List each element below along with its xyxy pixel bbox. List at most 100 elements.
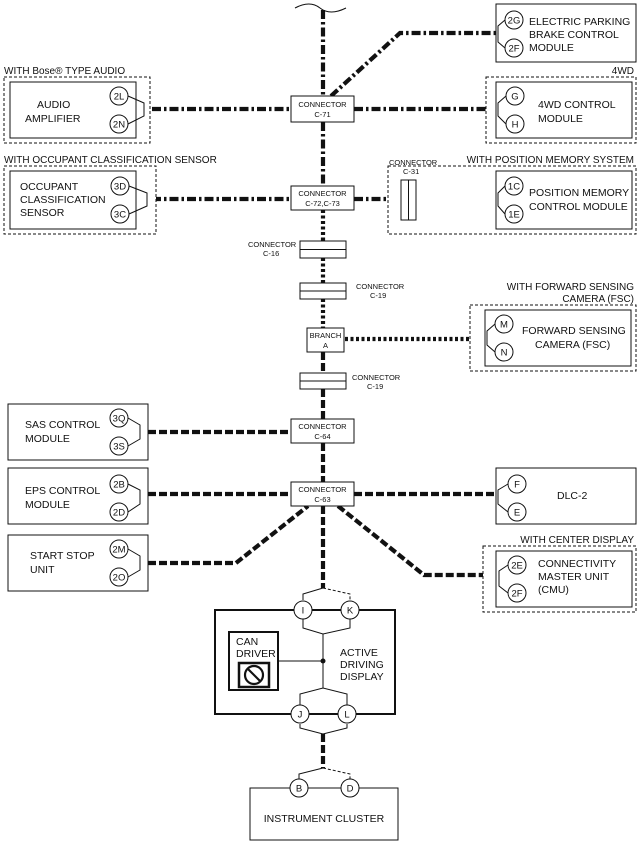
module-label: DRIVING bbox=[340, 659, 384, 671]
group-label-bose: WITH Bose® TYPE AUDIO bbox=[4, 66, 125, 77]
connector-label: BRANCH bbox=[310, 331, 342, 340]
pin-label: 2N bbox=[113, 120, 125, 131]
wire-add-top-split bbox=[302, 587, 324, 600]
pin-label: I bbox=[302, 606, 305, 617]
pin-label: 2F bbox=[511, 589, 522, 600]
connector-label: CONNECTOR bbox=[389, 158, 438, 167]
module-start-stop: START STOP UNIT 2M 2O bbox=[7, 534, 149, 592]
pin-label: E bbox=[514, 508, 520, 519]
connector-label: C-16 bbox=[263, 249, 279, 258]
prohibited-icon bbox=[237, 661, 271, 689]
connector-label: C-71 bbox=[314, 110, 330, 119]
module-label: CONTROL MODULE bbox=[529, 201, 628, 213]
module-eps: EPS CONTROL MODULE 2B 2D bbox=[7, 467, 149, 525]
connector-label: CONNECTOR bbox=[352, 373, 401, 382]
connector-label: C-31 bbox=[403, 167, 419, 176]
module-label: INSTRUMENT CLUSTER bbox=[264, 813, 385, 825]
connector-label: CONNECTOR bbox=[298, 189, 347, 198]
connector-label: CONNECTOR bbox=[248, 240, 297, 249]
connector-c31: CONNECTOR C-31 bbox=[389, 158, 438, 221]
group-label-ocs: WITH OCCUPANT CLASSIFICATION SENSOR bbox=[4, 155, 217, 166]
group-labels: WITH Bose® TYPE AUDIO 4WD WITH OCCUPANT … bbox=[4, 66, 634, 546]
module-fsc: FORWARD SENSING CAMERA (FSC) M N bbox=[484, 309, 632, 367]
module-label: MODULE bbox=[529, 42, 574, 54]
module-audio-amplifier: AUDIO AMPLIFIER 2L 2N bbox=[9, 81, 145, 139]
module-label: MODULE bbox=[538, 113, 583, 125]
pin-label: 3C bbox=[114, 210, 126, 221]
module-label: SAS CONTROL bbox=[25, 419, 100, 431]
wire-add-bottom-split bbox=[299, 724, 348, 735]
module-ocs: OCCUPANT CLASSIFICATION SENSOR 3D 3C bbox=[9, 170, 148, 230]
module-label: FORWARD SENSING bbox=[522, 325, 626, 337]
pin-label: 1C bbox=[508, 182, 520, 193]
connector-c19-lower: CONNECTOR C-19 bbox=[299, 372, 401, 391]
module-label: MODULE bbox=[25, 499, 70, 511]
module-label: 4WD CONTROL bbox=[538, 99, 616, 111]
module-sas: SAS CONTROL MODULE 3Q 3S bbox=[7, 403, 149, 461]
module-label: DLC-2 bbox=[557, 490, 588, 502]
pin-label: H bbox=[512, 120, 519, 131]
wire-ssu bbox=[148, 504, 310, 566]
module-active-driving-display: CAN DRIVER ACTIVE DRIVING DISPLAY I K J … bbox=[214, 600, 396, 724]
group-label-fsc-1: WITH FORWARD SENSING bbox=[507, 282, 634, 293]
pin-label: G bbox=[511, 92, 518, 103]
connector-label: CONNECTOR bbox=[356, 282, 405, 291]
pin-label: K bbox=[347, 606, 354, 617]
module-epb: ELECTRIC PARKING BRAKE CONTROL MODULE 2G… bbox=[495, 3, 637, 63]
group-label-4wd: 4WD bbox=[612, 66, 634, 77]
pin-label: M bbox=[500, 320, 508, 331]
connector-c16: CONNECTOR C-16 bbox=[248, 240, 347, 259]
pin-label: 3D bbox=[114, 182, 126, 193]
module-instrument-cluster: INSTRUMENT CLUSTER B D bbox=[249, 778, 399, 841]
connector-label: C-63 bbox=[314, 495, 330, 504]
connector-label: C-19 bbox=[370, 291, 386, 300]
module-label: START STOP bbox=[30, 550, 95, 562]
pin-label: F bbox=[514, 480, 520, 491]
module-label: MASTER UNIT bbox=[538, 571, 610, 583]
connector-c71: CONNECTOR C-71 bbox=[290, 95, 355, 123]
pin-label: 2D bbox=[113, 508, 125, 519]
wire-cmu bbox=[336, 504, 496, 578]
can-driver-label: CAN bbox=[236, 636, 258, 648]
pin-label: 3Q bbox=[113, 414, 126, 425]
module-label: BRAKE CONTROL bbox=[529, 29, 619, 41]
module-dlc2: DLC-2 F E bbox=[495, 467, 637, 525]
group-label-posmem: WITH POSITION MEMORY SYSTEM bbox=[467, 155, 634, 166]
pin-label: N bbox=[501, 348, 508, 359]
pin-label: 2B bbox=[113, 480, 125, 491]
pin-label: 2G bbox=[508, 16, 521, 27]
module-cmu: CONNECTIVITY MASTER UNIT (CMU) 2E 2F bbox=[495, 550, 633, 608]
wire-cluster-split-b bbox=[322, 767, 351, 780]
module-label: OCCUPANT bbox=[20, 181, 79, 193]
module-label: ACTIVE bbox=[340, 647, 378, 659]
wire-add-top-split-b bbox=[322, 587, 351, 600]
pin-label: 2O bbox=[113, 573, 126, 584]
module-label: (CMU) bbox=[538, 584, 569, 596]
connector-c64: CONNECTOR C-64 bbox=[290, 418, 355, 444]
pin-label: 2M bbox=[112, 545, 125, 556]
module-label: SENSOR bbox=[20, 207, 65, 219]
module-posmem: POSITION MEMORY CONTROL MODULE 1C 1E bbox=[495, 170, 633, 230]
connector-c72-c73: CONNECTOR C-72,C-73 bbox=[290, 185, 355, 211]
module-label: DISPLAY bbox=[340, 671, 384, 683]
module-label: EPS CONTROL bbox=[25, 485, 100, 497]
can-driver-label: DRIVER bbox=[236, 648, 276, 660]
module-label: CAMERA (FSC) bbox=[535, 339, 610, 351]
pin-label: 2E bbox=[511, 561, 523, 572]
connector-label: A bbox=[323, 341, 328, 350]
connector-label: C-72,C-73 bbox=[305, 199, 340, 208]
connector-label: CONNECTOR bbox=[298, 422, 347, 431]
connector-label: C-19 bbox=[367, 382, 383, 391]
connector-label: CONNECTOR bbox=[298, 485, 347, 494]
connector-c63: CONNECTOR C-63 bbox=[290, 481, 355, 507]
wire-break-mark bbox=[294, 3, 347, 13]
pin-label: B bbox=[296, 784, 302, 795]
module-label: UNIT bbox=[30, 564, 55, 576]
pin-label: J bbox=[298, 710, 303, 721]
pin-label: L bbox=[344, 710, 349, 721]
connector-c19-upper: CONNECTOR C-19 bbox=[299, 282, 405, 300]
module-label: CONNECTIVITY bbox=[538, 558, 616, 570]
connector-branch-a: BRANCH A bbox=[306, 327, 345, 353]
pin-label: 2F bbox=[508, 44, 519, 55]
